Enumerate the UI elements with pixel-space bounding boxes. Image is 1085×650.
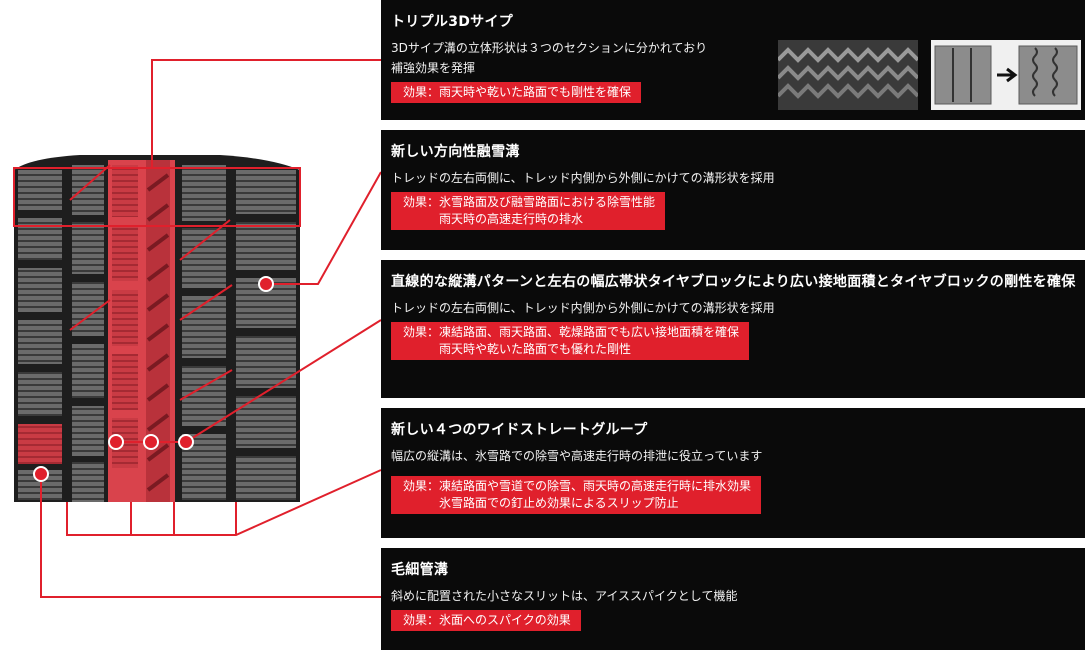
callout-line-5 bbox=[40, 474, 381, 598]
callout-dot-3a bbox=[108, 434, 124, 450]
effect-label: 効果： bbox=[403, 195, 440, 209]
feature-title: 毛細管溝 bbox=[391, 562, 449, 578]
effect-badge: 効果：凍結路面や雪道での除雪、雨天時の高速走行時に排水効果氷雪路面での釘止め効果… bbox=[391, 476, 762, 514]
tire-body bbox=[14, 155, 300, 502]
effect-line: 氷雪路面での釘止め効果によるスリップ防止 bbox=[439, 496, 679, 510]
effect-badge: 効果：氷面へのスパイクの効果 bbox=[391, 610, 581, 631]
effect-line: 氷面へのスパイクの効果 bbox=[439, 613, 571, 627]
feature-title: 直線的な縦溝パターンと左右の幅広帯状タイヤブロックにより広い接地面積とタイヤブロ… bbox=[391, 274, 1076, 290]
callout-dot-5 bbox=[33, 466, 49, 482]
center-rib-blocks bbox=[112, 160, 170, 502]
callout-dot-3b bbox=[143, 434, 159, 450]
effect-label: 効果： bbox=[403, 85, 440, 99]
feature-description: 幅広の縦溝は、氷雪路での除雪や高速走行時の排泄に役立っています bbox=[391, 446, 1075, 466]
description-line: 斜めに配置された小さなスリットは、アイススパイクとして機能 bbox=[391, 589, 738, 603]
feature-title: トリプル3Dサイプ bbox=[391, 14, 514, 30]
sipe-photo-thumbnail bbox=[778, 40, 918, 110]
feature-description: トレッドの左右両側に、トレッド内側から外側にかけての溝形状を採用 bbox=[391, 298, 1075, 318]
effect-badge: 効果：凍結路面、雨天路面、乾燥路面でも広い接地面積を確保雨天時や乾いた路面でも優… bbox=[391, 322, 750, 360]
description-line: 3Dサイプ溝の立体形状は３つのセクションに分かれており bbox=[391, 41, 708, 55]
description-line: トレッドの左右両側に、トレッド内側から外側にかけての溝形状を採用 bbox=[391, 301, 775, 315]
callout-dot-2 bbox=[258, 276, 274, 292]
effect-line: 氷雪路面及び融雪路面における除雪性能 bbox=[439, 195, 656, 209]
effect-label: 効果： bbox=[403, 479, 440, 493]
feature-panel-capillary-groove: 毛細管溝 斜めに配置された小さなスリットは、アイススパイクとして機能 効果：氷面… bbox=[381, 548, 1085, 650]
callout-line-4 bbox=[66, 469, 382, 536]
tread-blocks-right bbox=[182, 165, 296, 500]
effect-badge: 効果：雨天時や乾いた路面でも剛性を確保 bbox=[391, 82, 642, 103]
tire-tread-graphic bbox=[13, 59, 382, 598]
effect-badge: 効果：氷雪路面及び融雪路面における除雪性能雨天時の高速走行時の排水 bbox=[391, 192, 666, 230]
feature-description: 3Dサイプ溝の立体形状は３つのセクションに分かれており 補強効果を発揮 bbox=[391, 38, 1075, 78]
feature-panel-four-wide-straight-grooves: 新しい４つのワイドストレートグループ 幅広の縦溝は、氷雪路での除雪や高速走行時の… bbox=[381, 408, 1085, 538]
description-line: トレッドの左右両側に、トレッド内側から外側にかけての溝形状を採用 bbox=[391, 171, 775, 185]
feature-title: 新しい４つのワイドストレートグループ bbox=[391, 422, 648, 438]
effect-line: 雨天時や乾いた路面でも優れた剛性 bbox=[439, 342, 632, 356]
feature-description: 斜めに配置された小さなスリットは、アイススパイクとして機能 bbox=[391, 586, 1075, 606]
tread-blocks-inner-left bbox=[72, 165, 104, 502]
feature-panel-straight-groove-pattern: 直線的な縦溝パターンと左右の幅広帯状タイヤブロックにより広い接地面積とタイヤブロ… bbox=[381, 260, 1085, 398]
effect-line: 凍結路面、雨天路面、乾燥路面でも広い接地面積を確保 bbox=[439, 325, 740, 339]
feature-description: トレッドの左右両側に、トレッド内側から外側にかけての溝形状を採用 bbox=[391, 168, 1075, 188]
sipe-block-diagram-thumbnail bbox=[931, 40, 1081, 110]
effect-label: 効果： bbox=[403, 613, 440, 627]
effect-line: 凍結路面や雪道での除雪、雨天時の高速走行時に排水効果 bbox=[439, 479, 752, 493]
feature-panel-directional-groove: 新しい方向性融雪溝 トレッドの左右両側に、トレッド内側から外側にかけての溝形状を… bbox=[381, 130, 1085, 250]
description-line: 補強効果を発揮 bbox=[391, 61, 476, 75]
effect-line: 雨天時の高速走行時の排水 bbox=[439, 212, 584, 226]
shoulder-blocks-left bbox=[18, 170, 62, 500]
description-line: 幅広の縦溝は、氷雪路での除雪や高速走行時の排泄に役立っています bbox=[391, 449, 763, 463]
feature-title: 新しい方向性融雪溝 bbox=[391, 144, 520, 160]
callout-dot-3c bbox=[178, 434, 194, 450]
sipe-highlight-box bbox=[13, 167, 301, 227]
effect-label: 効果： bbox=[403, 325, 440, 339]
tire-tread-illustration bbox=[0, 0, 382, 650]
effect-line: 雨天時や乾いた路面でも剛性を確保 bbox=[439, 85, 632, 99]
callout-line-2 bbox=[266, 171, 382, 285]
feature-panel-triple-3d-sipe: トリプル3Dサイプ 3Dサイプ溝の立体形状は３つのセクションに分かれており 補強… bbox=[381, 0, 1085, 120]
callout-line-1 bbox=[151, 59, 381, 168]
